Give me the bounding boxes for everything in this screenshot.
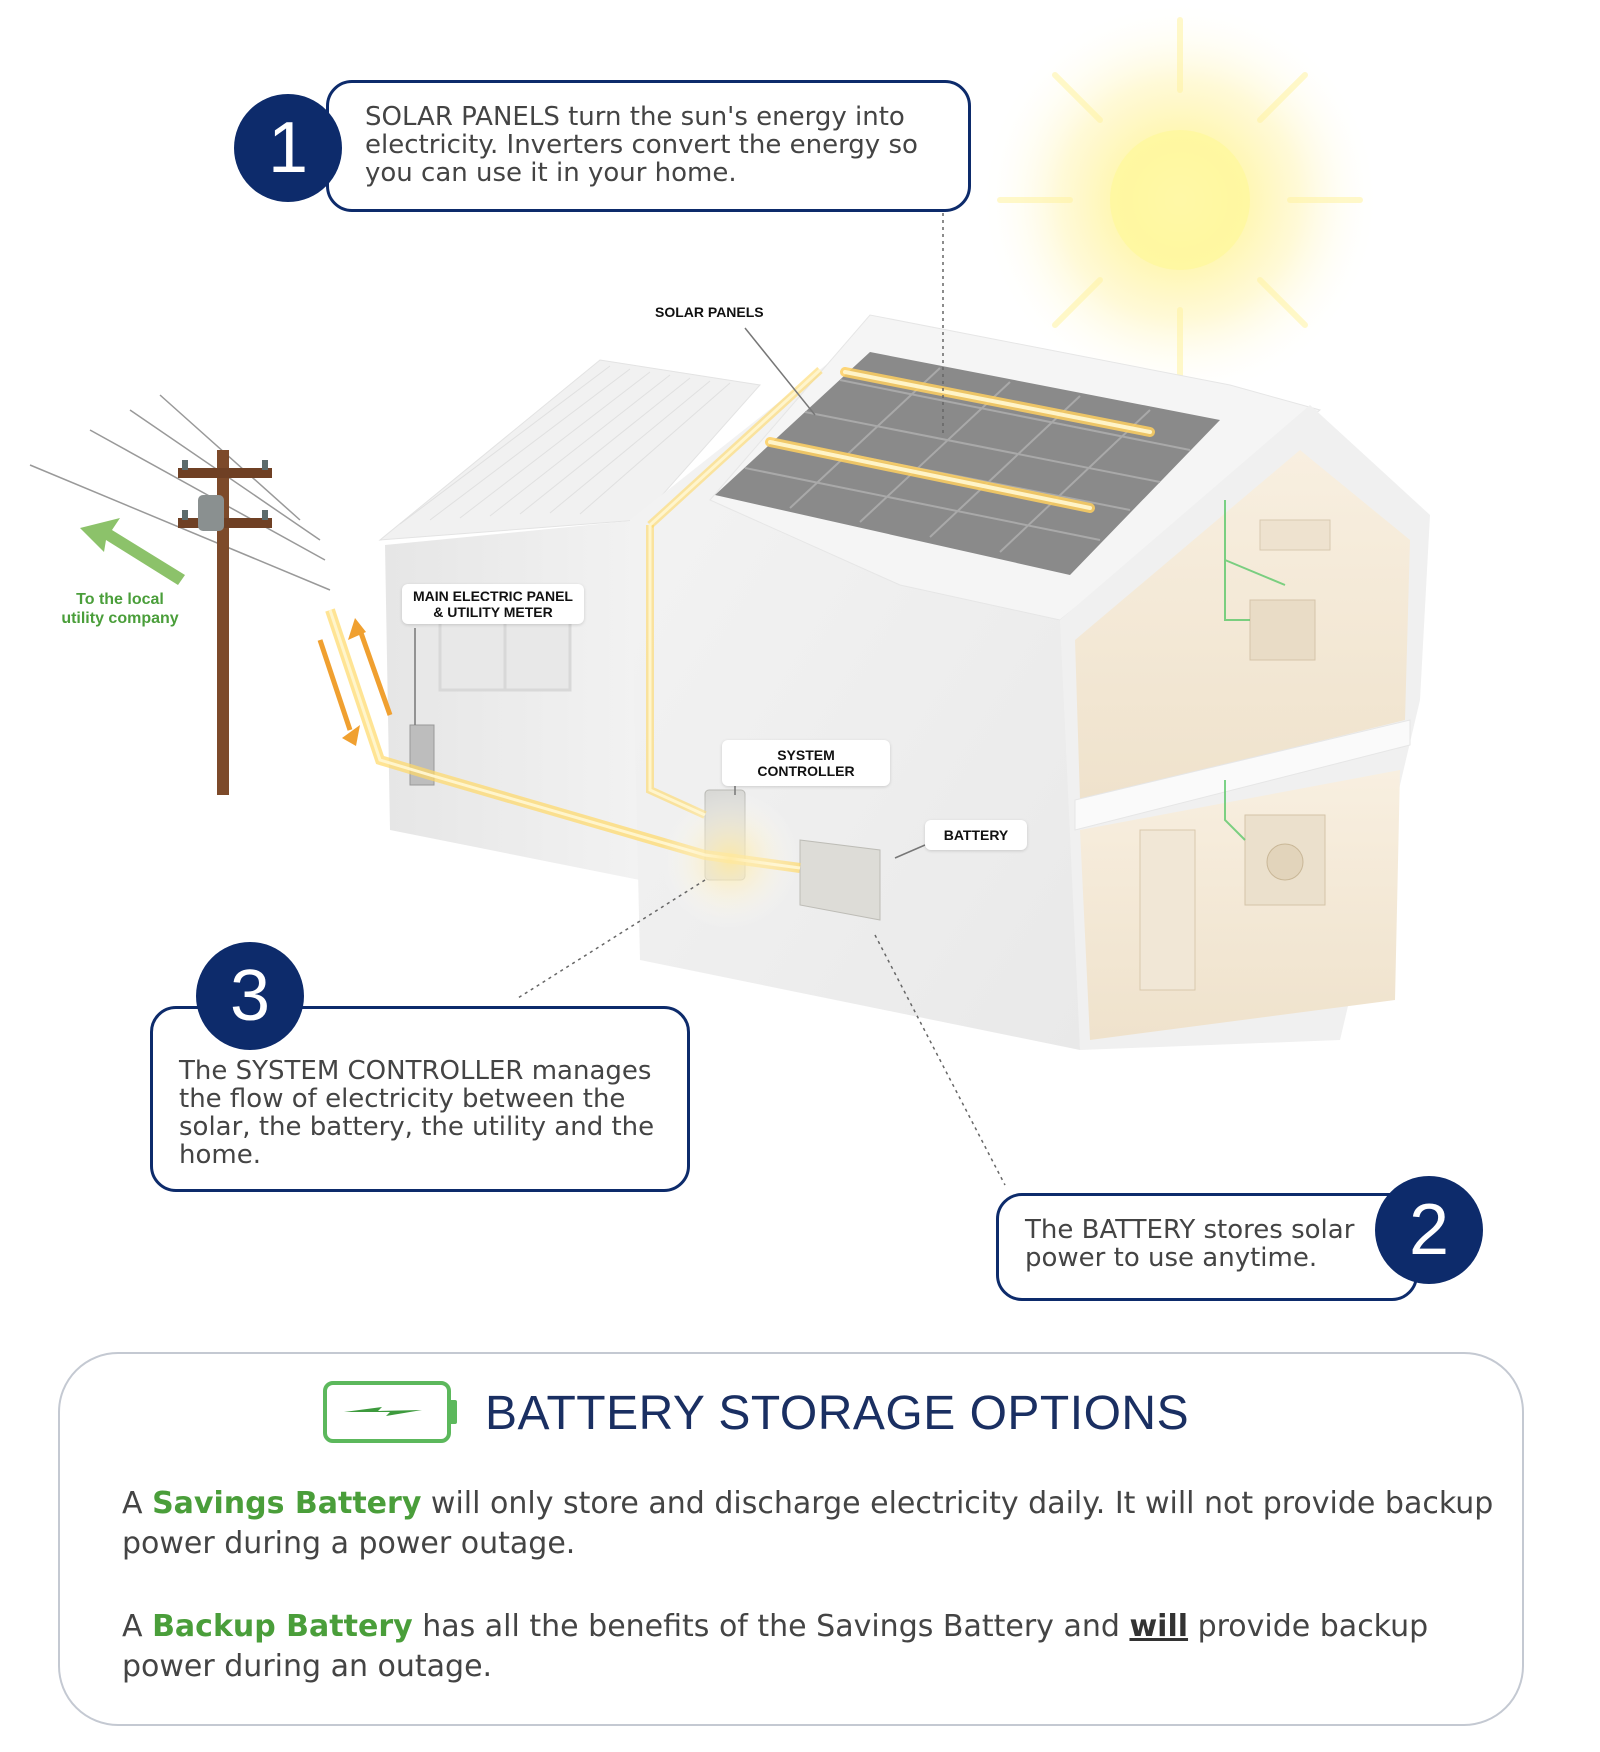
options-title: BATTERY STORAGE OPTIONS (485, 1387, 1190, 1440)
step-3-badge: 3 (196, 942, 304, 1050)
bidirectional-arrows-icon (317, 618, 393, 746)
savings-prefix: A (122, 1486, 153, 1521)
main-electric-panel-label: MAIN ELECTRIC PANEL & UTILITY METER (402, 584, 584, 624)
solar-panel-array (715, 352, 1220, 575)
solar-panels-label: SOLAR PANELS (645, 300, 774, 324)
solar-system-illustration: SOLAR PANELS MAIN ELECTRIC PANEL & UTILI… (29, 0, 1483, 1301)
backup-emphasis: will (1129, 1609, 1189, 1644)
battery-callout: The BATTERY stores solar power to use an… (996, 1193, 1418, 1301)
battery-label: BATTERY (925, 820, 1027, 850)
utility-label-line2: utility company (61, 610, 179, 627)
solar-panels-callout: SOLAR PANELS turn the sun's energy into … (326, 80, 971, 212)
system-controller-label: SYSTEM CONTROLLER (722, 740, 890, 786)
backup-battery-paragraph: A Backup Battery has all the benefits of… (122, 1607, 1502, 1687)
solar-callout-text: SOLAR PANELS turn the sun's energy into … (365, 102, 918, 188)
controller-callout-text: The SYSTEM CONTROLLER manages the flow o… (179, 1056, 655, 1170)
sun-icon (980, 0, 1380, 400)
battery-unit (799, 839, 881, 921)
green-arrow-icon (80, 518, 185, 585)
main-panel-label-line1: MAIN ELECTRIC PANEL (413, 588, 573, 604)
savings-rest: will only store and discharge electricit… (122, 1486, 1494, 1561)
backup-prefix: A (122, 1609, 153, 1644)
battery-storage-options-card: BATTERY STORAGE OPTIONS A Savings Batter… (58, 1352, 1524, 1726)
step-1-badge: 1 (234, 94, 342, 202)
utility-company-label: To the local utility company (55, 590, 185, 628)
main-panel-label-line2: & UTILITY METER (433, 604, 553, 620)
step-2-badge: 2 (1375, 1176, 1483, 1284)
utility-label-line1: To the local (76, 591, 164, 608)
savings-battery-highlight: Savings Battery (152, 1486, 422, 1521)
utility-pole-icon (29, 394, 331, 795)
glowing-power-line (325, 367, 823, 930)
backup-battery-highlight: Backup Battery (152, 1609, 413, 1644)
house-illustration (29, 0, 1430, 1186)
battery-callout-text: The BATTERY stores solar power to use an… (1025, 1215, 1355, 1273)
backup-rest: provide backup power during an outage. (122, 1609, 1429, 1684)
savings-battery-paragraph: A Savings Battery will only store and di… (122, 1484, 1502, 1564)
battery-charging-icon (323, 1381, 457, 1443)
backup-middle: has all the benefits of the Savings Batt… (412, 1609, 1130, 1644)
